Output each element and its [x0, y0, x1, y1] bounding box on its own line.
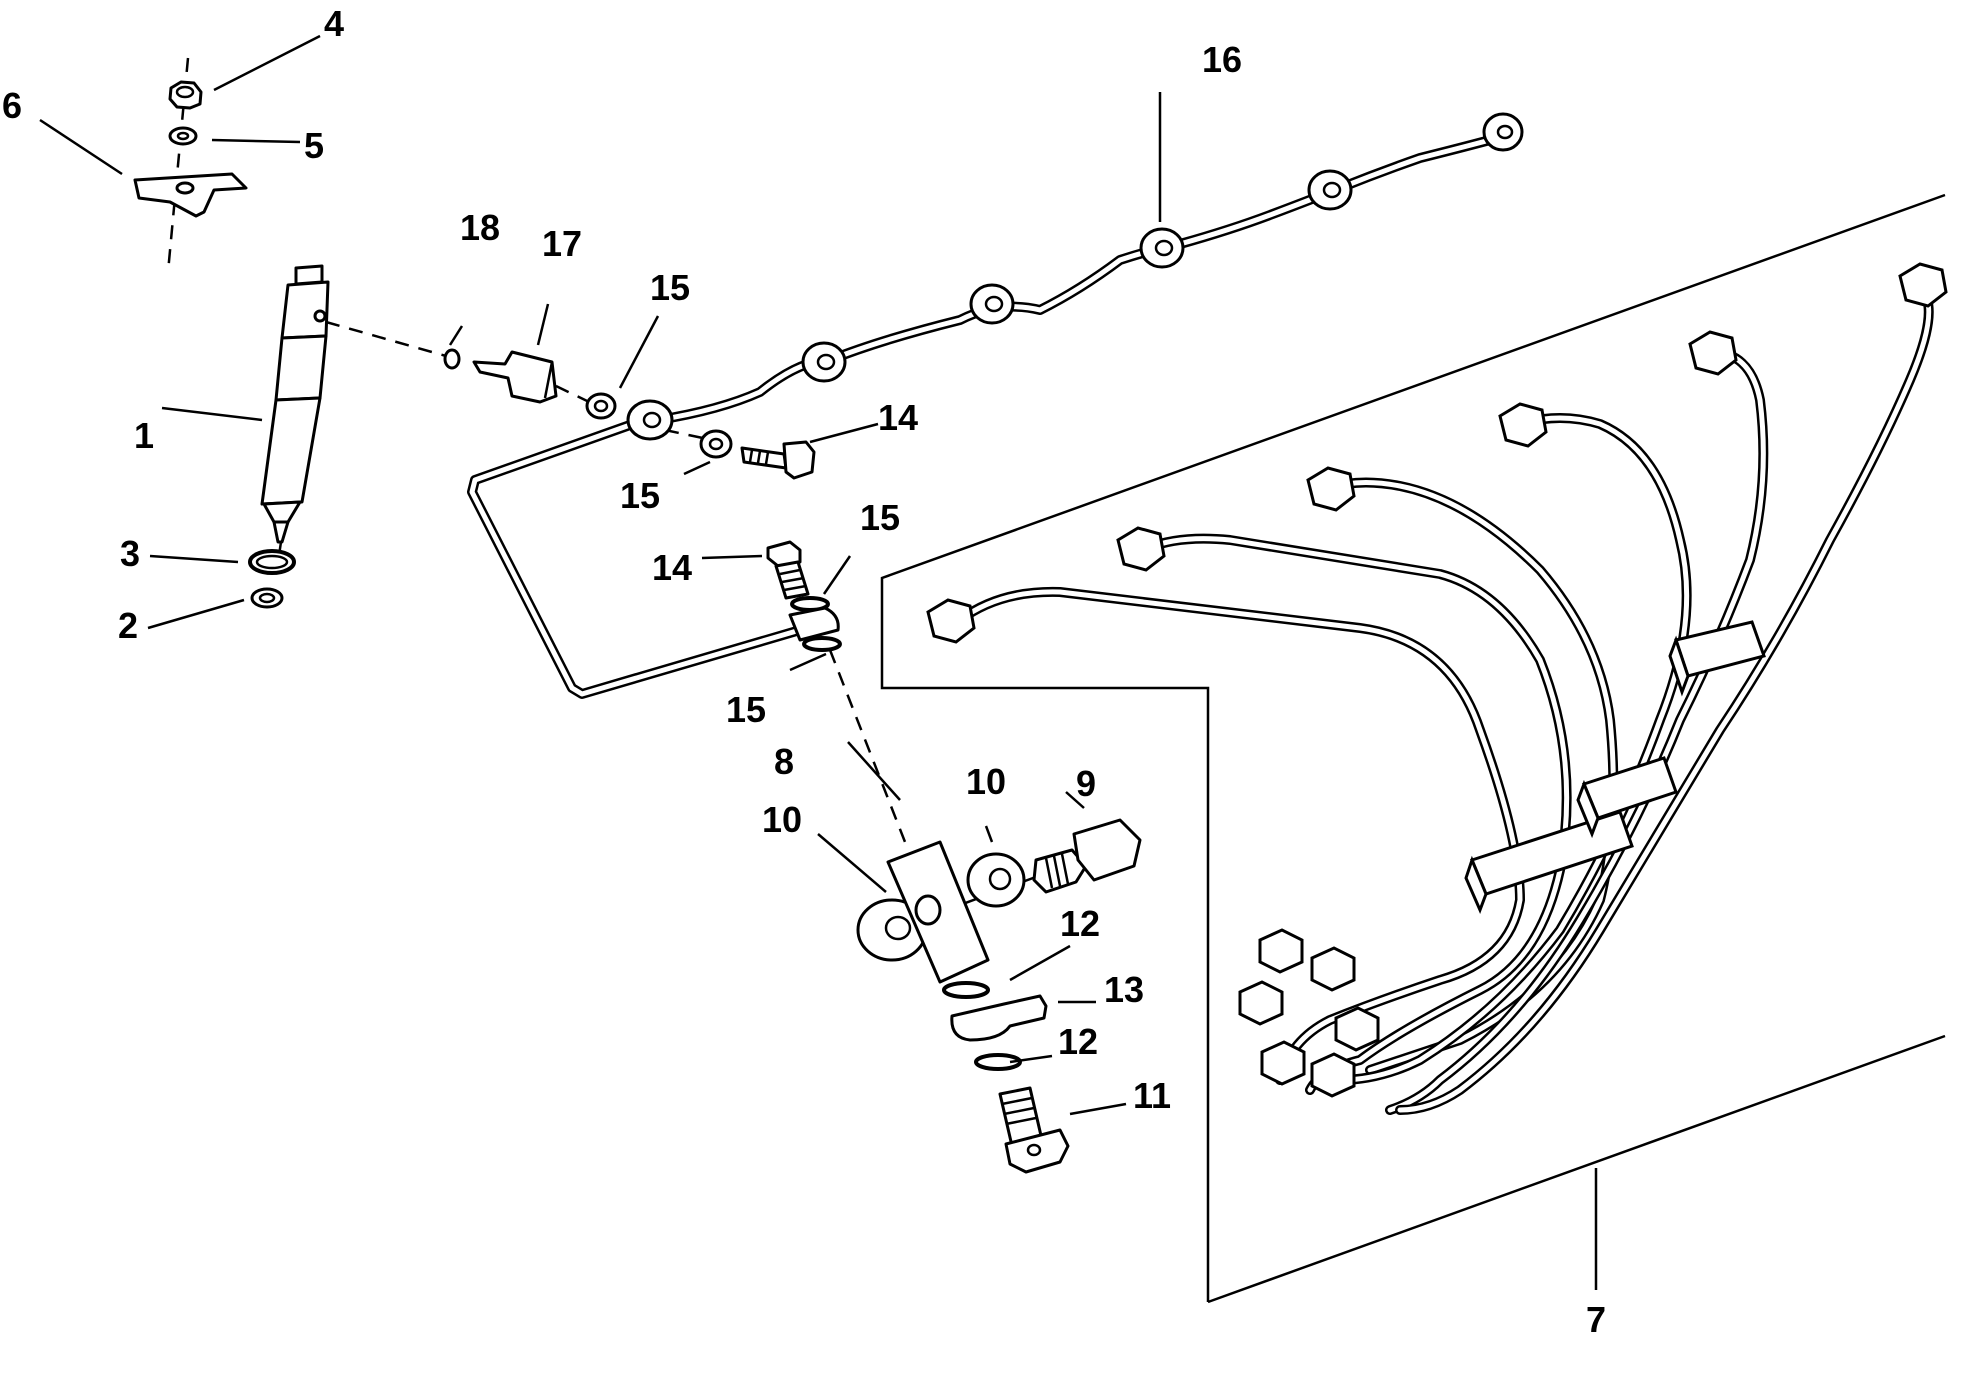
return-banjo-parts — [766, 540, 907, 843]
line-clamp-3 — [1668, 620, 1766, 697]
connector-part-17 — [472, 350, 558, 404]
callout-15-a: 15 — [650, 267, 690, 308]
callout-7: 7 — [1586, 1299, 1606, 1340]
washer-part-15-a — [585, 392, 617, 420]
callout-1: 1 — [134, 415, 154, 456]
callout-3: 3 — [120, 533, 140, 574]
leak-off-fitting-1 — [626, 399, 674, 441]
callout-8: 8 — [774, 741, 794, 782]
leak-off-fitting-4 — [1139, 227, 1185, 269]
banjo-eye — [788, 606, 840, 642]
callout-14-lower: 14 — [652, 547, 692, 588]
callout-15-d: 15 — [726, 689, 766, 730]
callout-4: 4 — [324, 3, 344, 44]
leak-off-fitting-2 — [801, 341, 847, 383]
seal-ring-part-12-b — [974, 1053, 1022, 1071]
leak-off-connector-parts — [443, 348, 816, 480]
line-nut-bottom-1 — [1258, 928, 1304, 974]
callout-10-right: 10 — [966, 761, 1006, 802]
callout-6: 6 — [2, 85, 22, 126]
callout-15-c: 15 — [860, 497, 900, 538]
washer-part-2 — [250, 587, 284, 609]
leak-off-fitting-6 — [1482, 112, 1524, 152]
clamp-bracket — [133, 172, 248, 218]
callout-15-b: 15 — [620, 475, 660, 516]
line-nut-bottom-6 — [1310, 1052, 1356, 1098]
leak-off-fitting-3 — [969, 283, 1015, 325]
callout-labels: 1 2 3 4 5 6 7 8 9 10 10 11 12 12 13 14 1… — [2, 3, 1606, 1340]
callout-18: 18 — [460, 207, 500, 248]
banjo-part-13 — [950, 994, 1048, 1042]
line-nut-bottom-5 — [1260, 1040, 1306, 1086]
line-nut-top-3 — [1306, 466, 1356, 512]
callout-5: 5 — [304, 125, 324, 166]
washer-part-10-b — [966, 852, 1026, 908]
line-nut-bottom-2 — [1310, 946, 1356, 992]
leader-lines — [39, 34, 1162, 1116]
washer-part-15-b — [699, 429, 733, 459]
line-nut-top-5 — [1688, 330, 1738, 376]
callout-12-lower: 12 — [1058, 1021, 1098, 1062]
callout-10-left: 10 — [762, 799, 802, 840]
leak-off-fitting-5 — [1307, 169, 1353, 211]
seal-ring-part-12-a — [942, 981, 990, 999]
callout-11: 11 — [1133, 1075, 1171, 1116]
injector-part-1 — [260, 264, 447, 563]
line-nut-bottom-4 — [1334, 1006, 1380, 1052]
callout-17: 17 — [542, 223, 582, 264]
seal-ring-part-15-d — [802, 636, 842, 652]
callout-16: 16 — [1202, 39, 1242, 80]
line-nut-top-6 — [1898, 262, 1948, 308]
injection-lines-part-7 — [926, 262, 1948, 1290]
line-nut-top-4 — [1498, 402, 1548, 448]
washer-part-18 — [443, 348, 461, 370]
callout-13: 13 — [1104, 969, 1144, 1010]
line-clamp-2 — [1576, 756, 1678, 839]
line-nut-top-2 — [1116, 526, 1166, 572]
line-nut-top-1 — [926, 598, 976, 644]
banjo-bolt-part-14-a — [740, 446, 788, 470]
callout-9: 9 — [1076, 763, 1096, 804]
callout-12-upper: 12 — [1060, 903, 1100, 944]
banjo-bolt-part-14-b — [766, 540, 802, 568]
line-nut-bottom-3 — [1238, 980, 1284, 1026]
leak-off-line-part-16 — [467, 112, 1524, 699]
callout-14-upper: 14 — [878, 397, 918, 438]
callout-2: 2 — [118, 605, 138, 646]
overflow-valve-parts — [856, 818, 1142, 1174]
injection-line-panel — [880, 193, 1946, 1302]
washer-part-5 — [168, 126, 198, 146]
hold-down-clamp-assembly — [133, 57, 248, 273]
